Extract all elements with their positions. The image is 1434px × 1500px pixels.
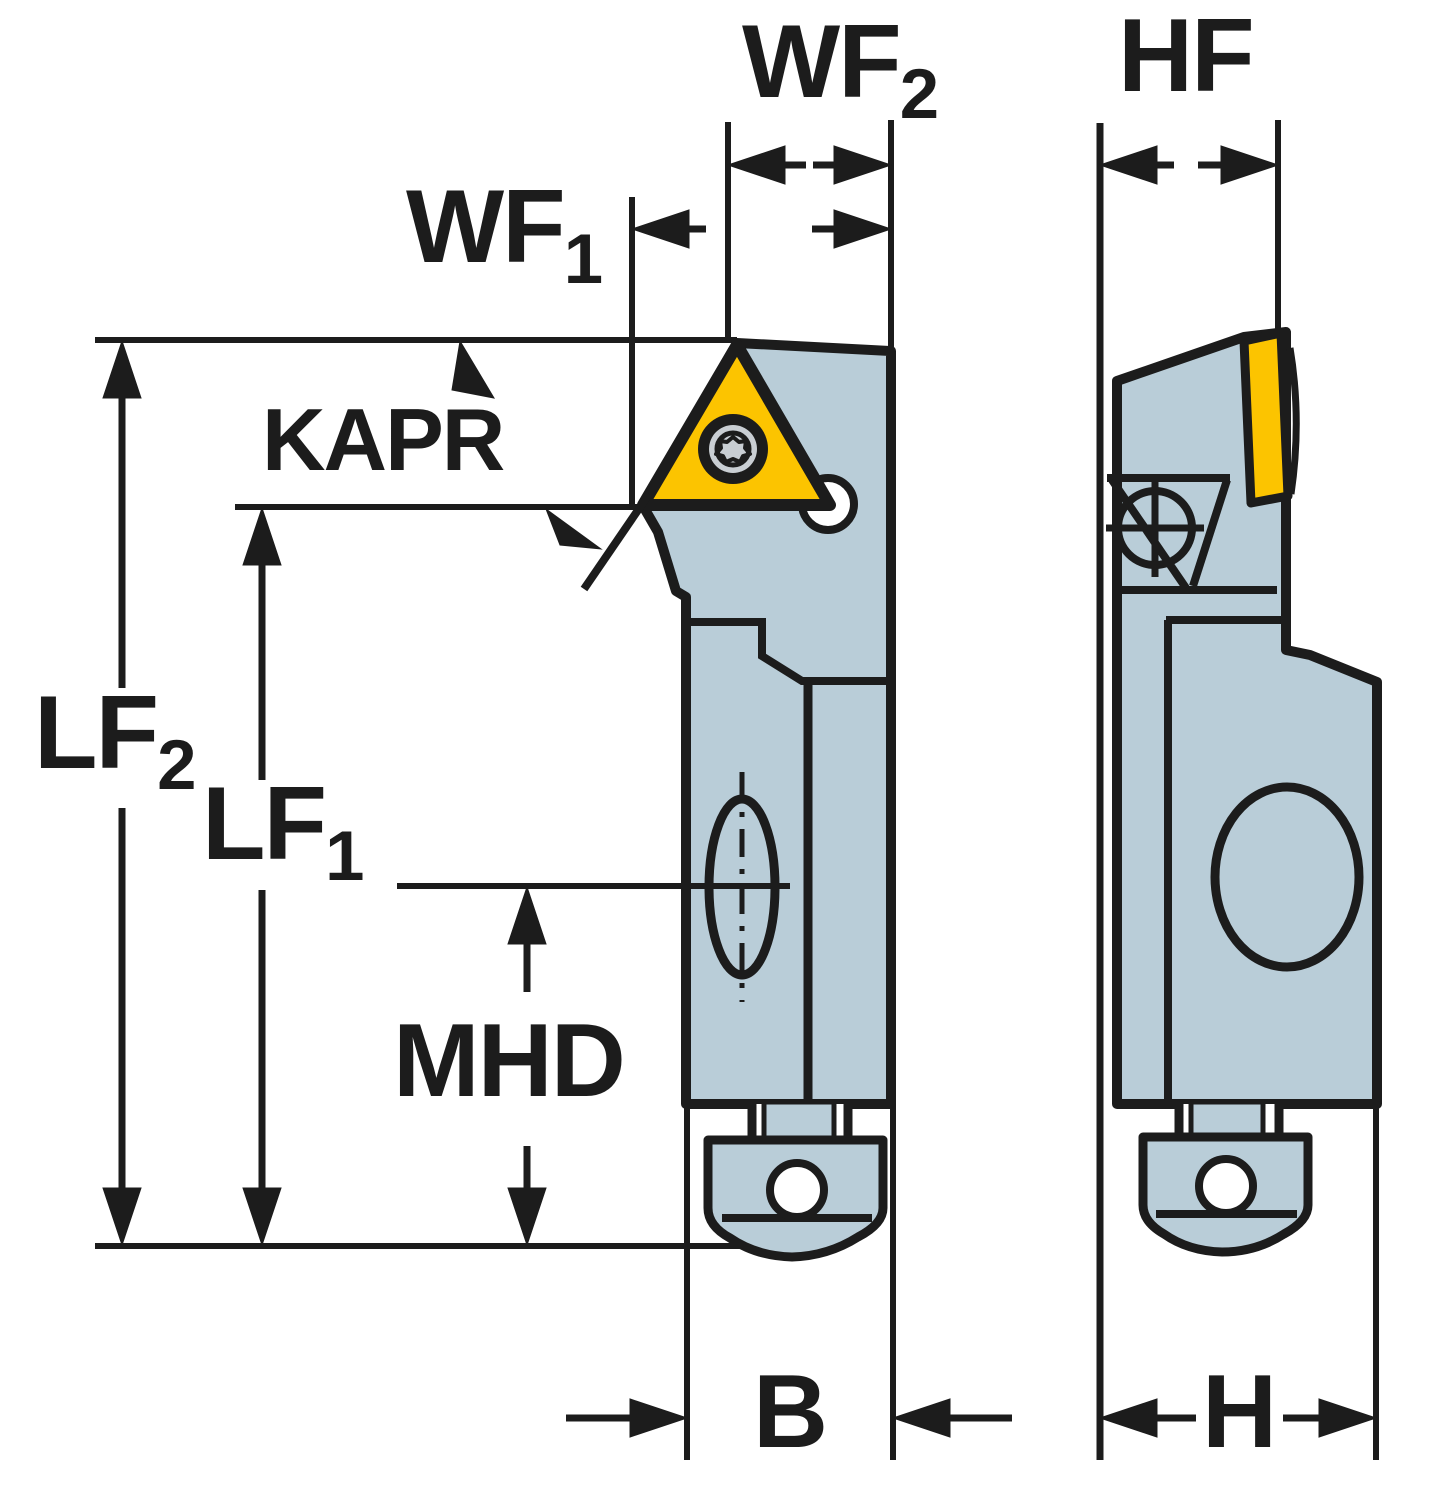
side-clamp-block [1138, 1132, 1313, 1257]
front-clamp-screw-hole [766, 1159, 828, 1221]
side-view [1106, 327, 1382, 1257]
kapr-leader-arrow [451, 339, 495, 399]
insert-seat-step-lines [690, 618, 888, 685]
b-dimension [566, 1398, 1012, 1438]
lf1-label: LF1 [202, 766, 365, 896]
screw-crosshair-icon [1106, 481, 1204, 577]
wf1-label: WF1 [406, 169, 604, 299]
wf1-dimension [630, 209, 893, 249]
mhd-label: MHD [393, 1003, 626, 1119]
kapr-angle [451, 339, 653, 592]
mhd-dimension [507, 885, 547, 1247]
front-view [637, 338, 896, 1262]
kapr-label: KAPR [262, 390, 505, 489]
kapr-angle-line [580, 491, 653, 592]
torx-star [714, 435, 752, 464]
side-hole-ellipse [1210, 782, 1364, 972]
side-clamp-screw-hole [1195, 1155, 1257, 1217]
dimension-arrows [102, 145, 1378, 1438]
hf-dimension [1098, 145, 1280, 185]
wf2-dimension [726, 145, 893, 185]
h-dimension [1098, 1398, 1378, 1438]
front-clamp-block [703, 1135, 888, 1262]
lf1-dimension [242, 506, 282, 1247]
lf2-dimension [102, 339, 142, 1247]
hf-label: HF [1118, 0, 1255, 114]
side-insert-edge-curve [1286, 347, 1300, 495]
countersink-lines [1107, 474, 1231, 591]
torx-screw-icon [698, 414, 768, 484]
side-insert-strip [1239, 328, 1293, 508]
reference-lines [95, 120, 1379, 1460]
h-label: H [1202, 1354, 1277, 1470]
front-clamp-neck [747, 1099, 853, 1143]
lf2-label: LF2 [34, 675, 197, 805]
b-label: B [753, 1354, 828, 1470]
kapr-angle-arrow [544, 507, 603, 550]
side-clamp-neck [1174, 1099, 1284, 1140]
wf2-label: WF2 [742, 4, 940, 134]
